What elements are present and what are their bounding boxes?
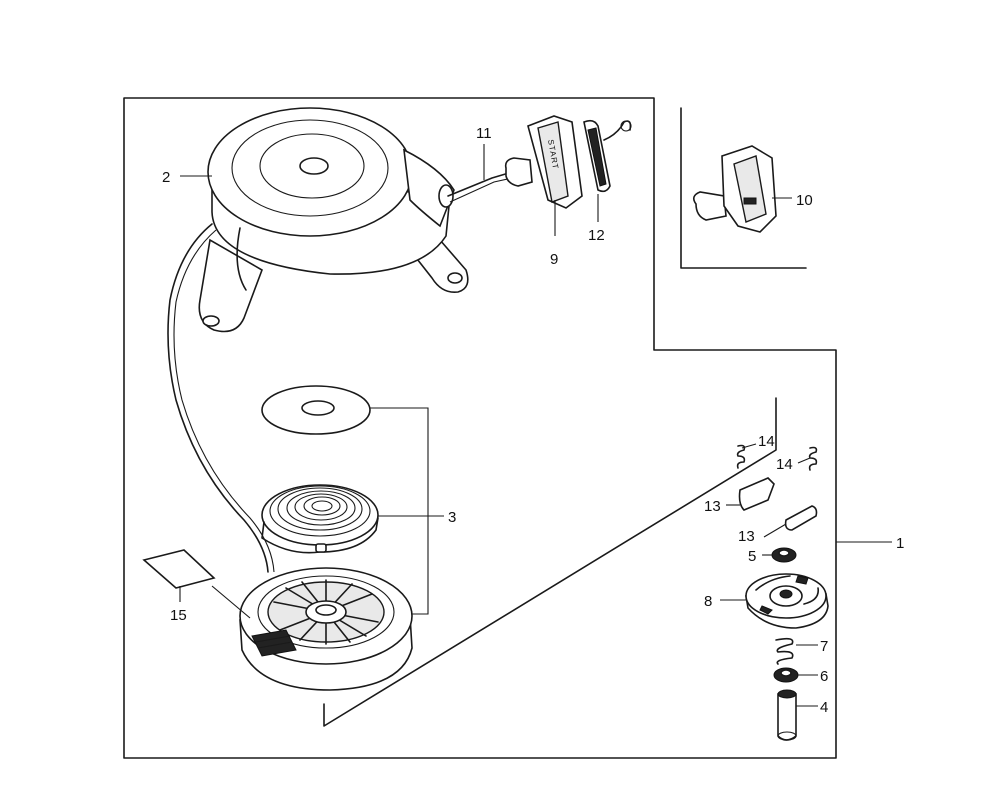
grip-insert: [583, 119, 632, 193]
callout-10: 10: [796, 192, 813, 209]
callout-11: 11: [476, 125, 492, 142]
callout-14a: 14: [758, 433, 775, 450]
starter-rope: [447, 171, 513, 197]
recoil-spring: [261, 484, 379, 554]
callout-13a: 13: [704, 498, 721, 515]
leader-lines: [179, 144, 892, 707]
callout-8: 8: [704, 593, 712, 610]
ratchet-pawl-left: [738, 477, 775, 511]
callout-7: 7: [820, 638, 828, 655]
rope-to-reel: [167, 223, 269, 573]
callout-5: 5: [748, 548, 756, 565]
guide-pin: [777, 689, 797, 741]
pawl-spring-left: [736, 444, 746, 469]
main-assembly-frame: [123, 97, 837, 759]
washer-5: [771, 547, 797, 563]
starter-knob: [692, 145, 777, 233]
callout-14b: 14: [776, 456, 793, 473]
kit-frame: [323, 397, 777, 727]
ratchet-pawl-right: [784, 505, 818, 531]
callout-4: 4: [820, 699, 828, 716]
washer-6: [773, 667, 799, 683]
warning-label: [142, 549, 216, 589]
callout-3: 3: [448, 509, 456, 526]
callout-1: 1: [896, 535, 904, 552]
friction-spring: [775, 637, 794, 665]
callout-15: 15: [170, 607, 187, 624]
ratchet: [745, 573, 829, 629]
starter-reel: [239, 567, 413, 691]
starter-case: [198, 107, 469, 333]
spring-cover-plate: [261, 385, 371, 435]
callout-6: 6: [820, 668, 828, 685]
starter-grip: START: [504, 115, 583, 209]
callout-9: 9: [550, 251, 558, 268]
callout-2: 2: [162, 169, 170, 186]
inset-frame: [680, 107, 807, 269]
callout-12: 12: [588, 227, 605, 244]
pawl-spring-right: [808, 446, 818, 471]
callout-13b: 13: [738, 528, 755, 545]
